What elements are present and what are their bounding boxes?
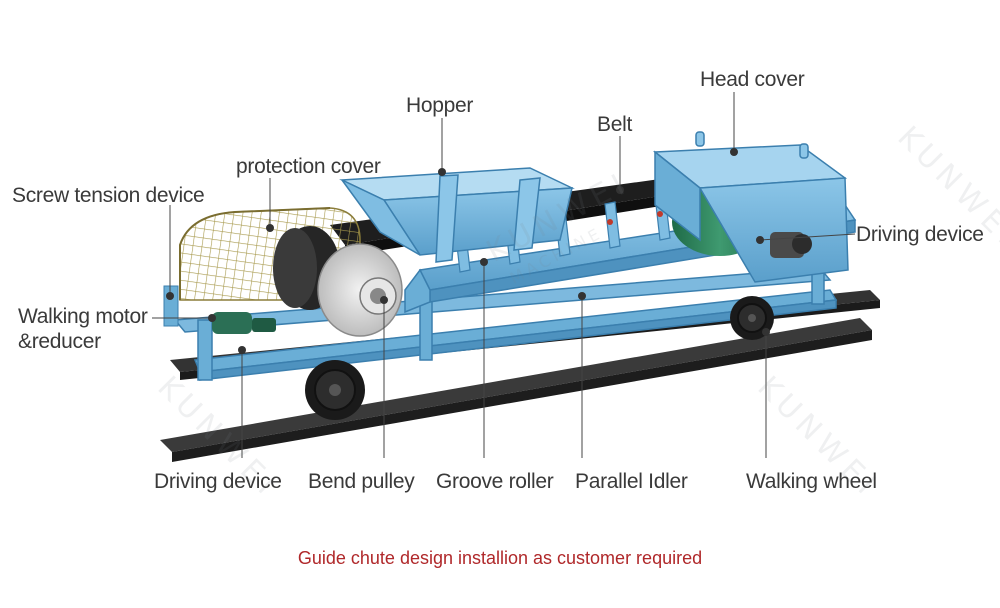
- walking-wheel-right: [730, 296, 774, 340]
- label-protection-cover: protection cover: [236, 155, 381, 178]
- label-head-cover: Head cover: [700, 68, 805, 91]
- hopper: [339, 167, 575, 263]
- label-walking-wheel: Walking wheel: [746, 470, 877, 493]
- label-driving-device-bottom: Driving device: [154, 470, 282, 493]
- label-hopper: Hopper: [406, 94, 474, 117]
- label-walking-motor: Walking motor: [18, 305, 148, 328]
- lower-frame: [173, 261, 838, 381]
- label-driving-device-right: Driving device: [856, 223, 984, 246]
- label-screw-tension-device: Screw tension device: [12, 184, 205, 207]
- walking-motor: [212, 312, 276, 334]
- leader-dots: [166, 148, 770, 354]
- label-walking-motor-reducer: &reducer: [18, 330, 101, 353]
- walking-wheel-left: [305, 360, 365, 420]
- bend-pulley: [317, 243, 403, 337]
- caption: Guide chute design installion as custome…: [297, 548, 703, 568]
- label-belt: Belt: [597, 113, 632, 136]
- leader-lines: [152, 92, 856, 458]
- head-cover: [652, 131, 849, 283]
- screw-tension-device: [163, 285, 179, 327]
- label-parallel-idler: Parallel Idler: [575, 470, 688, 493]
- label-groove-roller: Groove roller: [436, 470, 554, 493]
- label-bend-pulley: Bend pulley: [308, 470, 415, 493]
